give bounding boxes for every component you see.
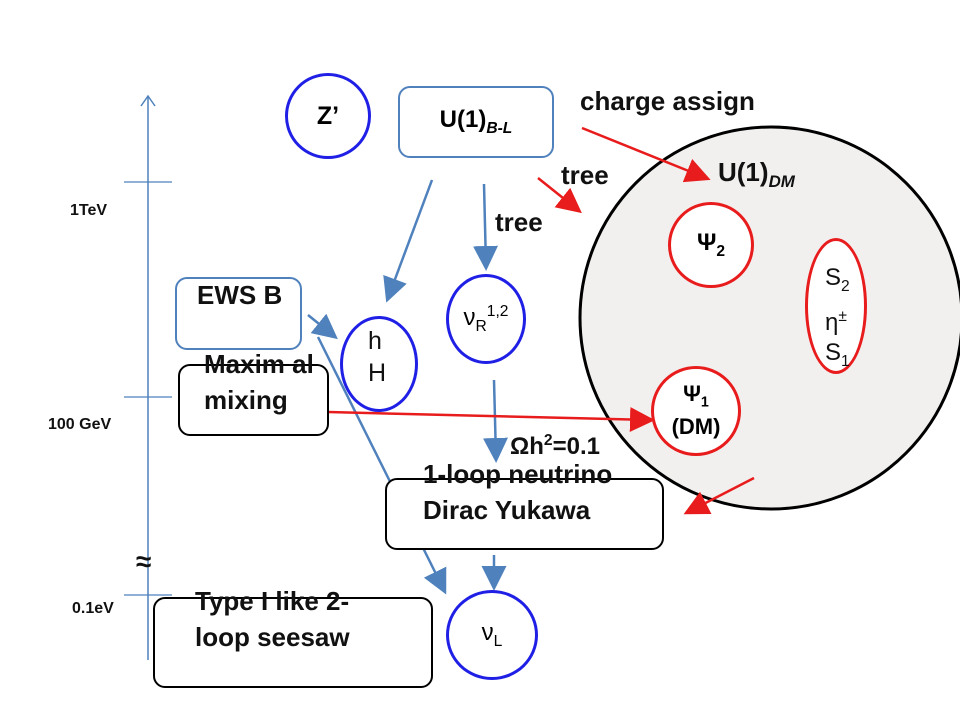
zprime-node: Z’ [285,73,371,159]
scalar-node: S2 η± S1 [805,238,867,374]
zprime-label: Z’ [316,101,340,130]
nu-r-node: νR1,2 [446,274,526,364]
nu-r-main: ν [463,303,476,331]
u1-dm-subscript: DM [768,172,795,192]
eta-superscript: ± [838,307,847,325]
scale-label-1tev: 1TeV [70,202,108,219]
u1-bl-subscript: B-L [486,119,513,137]
s1-subscript: 1 [841,352,850,370]
omega-superscript: 2 [543,432,553,449]
tree-label-lower: tree [495,207,543,237]
energy-scale-axis [124,94,172,660]
red-arrows [327,126,755,515]
higgs-h-label: h [368,327,382,355]
psi2-main: Ψ [696,229,717,257]
higgs-H-label: H [368,359,387,387]
approx-symbol: ≈ [136,546,152,577]
relic-density-label: Ωh2=0.1 [510,432,600,461]
charge-assign-label: charge assign [580,86,755,116]
type1-seesaw-box: Type I like 2-loop seesaw [153,586,433,688]
one-loop-box: 1-loop neutrino Dirac Yukawa [385,459,664,550]
higgs-node: h H [340,316,418,412]
one-loop-label: 1-loop neutrino Dirac Yukawa [423,459,613,525]
psi1-dm-node: Ψ1 (DM) [651,366,741,456]
ewsb-box: EWS B [175,277,302,350]
eta-main: η [825,308,839,336]
maximal-mixing-box: Maxim al mixing [178,349,329,436]
u1-dm-main: U(1) [718,157,769,187]
scale-label-01ev: 0.1eV [72,600,114,617]
nu-l-node: νL [446,590,538,680]
u1-bl-box: U(1)B-L [398,86,554,158]
type1-seesaw-label: Type I like 2-loop seesaw [195,586,350,652]
s1-main: S [825,338,842,366]
u1-dm-label: U(1)DM [718,157,795,192]
nu-l-main: ν [481,619,494,647]
omega-value: =0.1 [552,433,600,460]
psi1-dm-label: (DM) [671,414,721,440]
psi1-main: Ψ [683,380,701,406]
nu-l-subscript: L [493,632,503,650]
tree-label-upper: tree [561,160,609,190]
maximal-mixing-label: Maxim al mixing [204,349,314,415]
psi2-subscript: 2 [716,242,726,260]
psi1-subscript: 1 [700,394,709,411]
nu-r-subscript: R [475,317,487,335]
nu-r-superscript: 1,2 [486,302,509,320]
omega-main: Ωh [510,433,544,460]
u1-bl-label: U(1) [439,106,487,134]
s2-main: S [825,264,842,291]
ewsb-label: EWS B [197,280,283,310]
psi2-node: Ψ2 [668,202,754,288]
s2-subscript: 2 [841,277,850,295]
scale-label-100gev: 100 GeV [48,416,112,433]
